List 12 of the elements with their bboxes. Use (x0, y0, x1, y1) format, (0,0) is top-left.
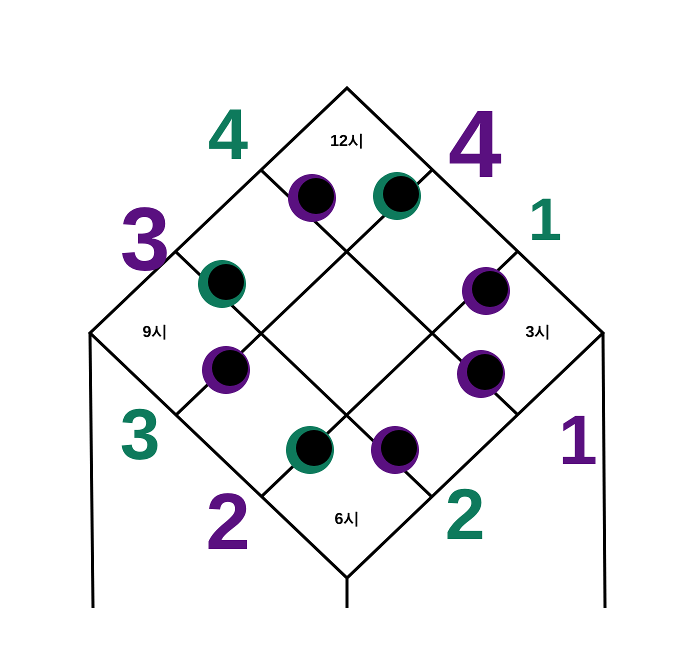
handwritten-number: 2 (206, 482, 250, 562)
handwritten-number: 1 (558, 405, 598, 475)
handwritten-number: 3 (120, 399, 160, 471)
clock-label: 6시 (334, 512, 360, 528)
handwritten-number: 4 (448, 97, 502, 193)
clock-label: 9시 (142, 325, 168, 341)
clock-label: 3시 (526, 325, 550, 341)
handwritten-number: 4 (208, 99, 248, 171)
handwritten-number: 2 (444, 479, 486, 551)
handwritten-number: 3 (120, 195, 170, 285)
handwritten-number: 1 (528, 190, 562, 250)
clock-label: 12시 (330, 134, 364, 150)
